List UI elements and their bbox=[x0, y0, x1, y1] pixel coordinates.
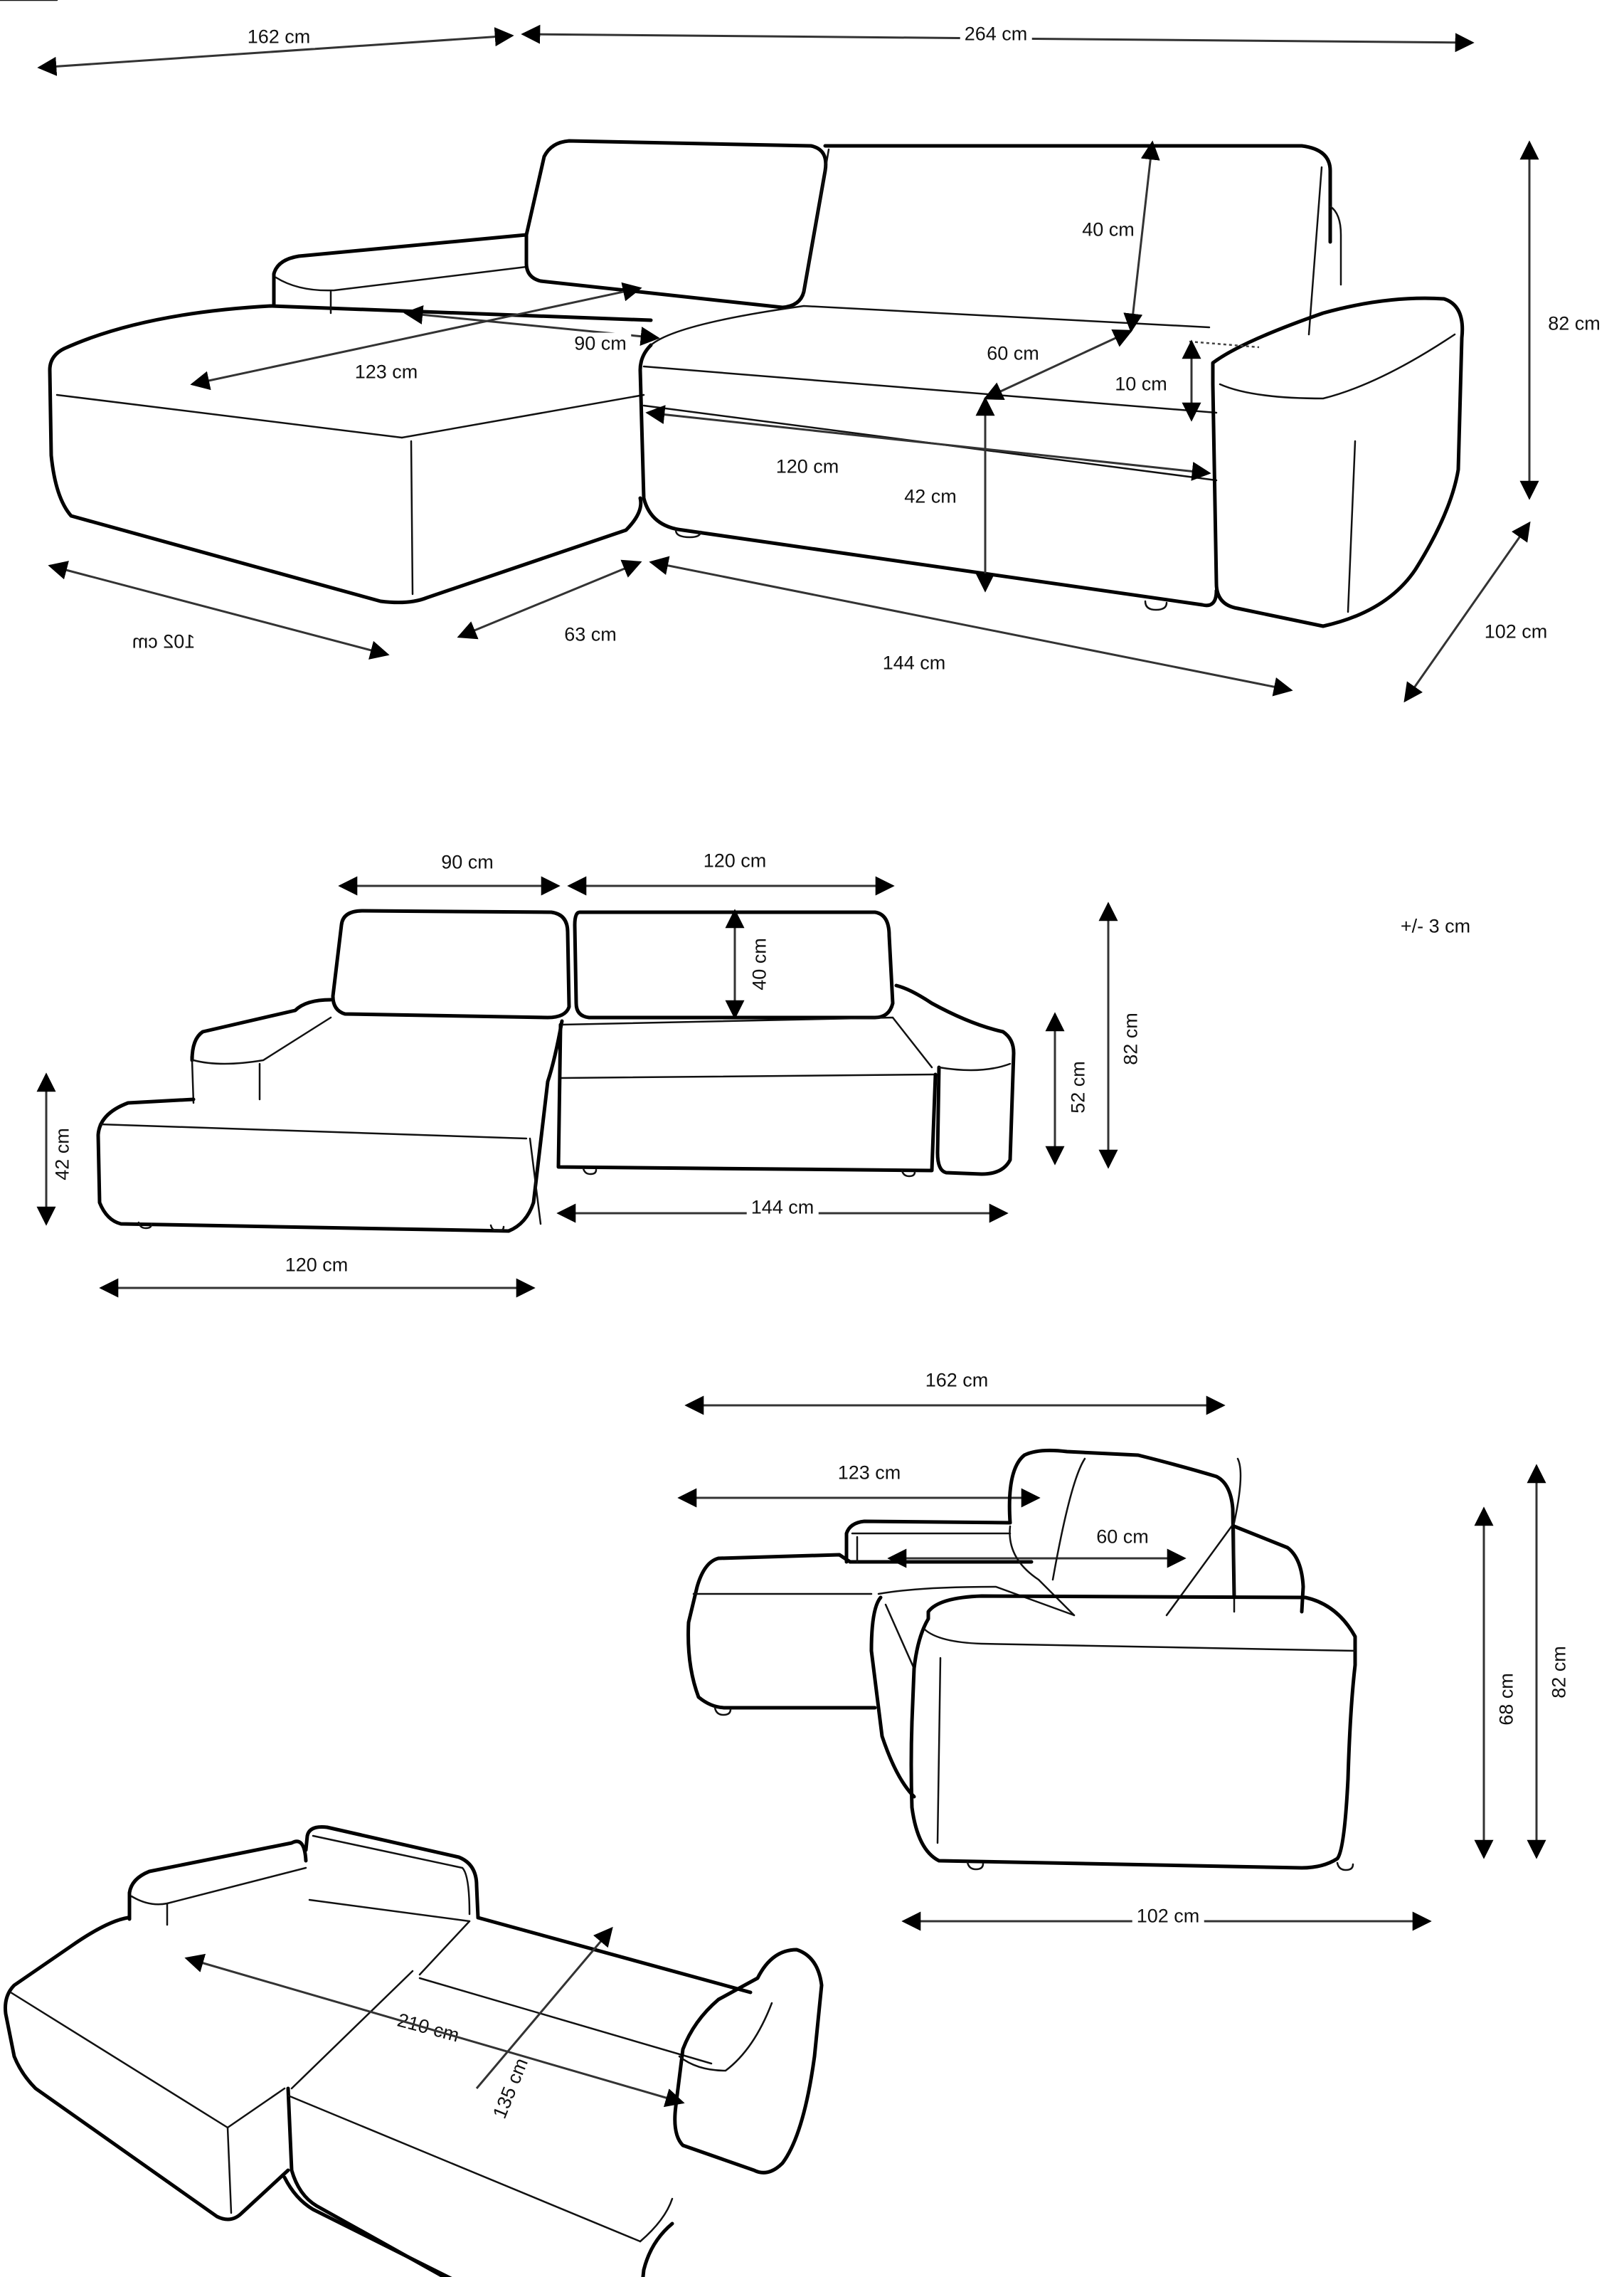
label-120-front-bottom: 120 cm bbox=[280, 1254, 353, 1277]
label-264-top: 264 cm bbox=[960, 23, 1032, 46]
label-120-seat: 120 cm bbox=[771, 455, 844, 478]
label-63-chaise-front: 63 cm bbox=[560, 623, 621, 646]
label-123-chaise: 123 cm bbox=[350, 361, 423, 384]
label-42-seat-height: 42 cm bbox=[900, 485, 961, 508]
label-102-right: 102 cm bbox=[1480, 620, 1552, 643]
label-10-cushion: 10 cm bbox=[1110, 373, 1172, 396]
label-144-front: 144 cm bbox=[878, 652, 950, 675]
dim-63 bbox=[457, 559, 642, 640]
tolerance-note: +/- 3 cm bbox=[1400, 915, 1471, 937]
label-162-side: 162 cm bbox=[920, 1369, 993, 1392]
front-view bbox=[36, 876, 1118, 1298]
label-144-front-bottom: 144 cm bbox=[746, 1196, 819, 1219]
dim-102-right bbox=[1403, 521, 1531, 703]
label-60-side: 60 cm bbox=[1092, 1526, 1153, 1548]
label-123-side: 123 cm bbox=[833, 1462, 906, 1484]
dim-144 bbox=[649, 556, 1293, 697]
label-162-top: 162 cm bbox=[243, 26, 315, 48]
label-60-depth: 60 cm bbox=[982, 342, 1044, 365]
label-102-side: 102 cm bbox=[1132, 1905, 1204, 1928]
dim-162-top bbox=[37, 27, 514, 76]
label-40-back: 40 cm bbox=[1078, 218, 1139, 241]
label-120-front-back: 120 cm bbox=[699, 850, 771, 872]
label-82-height: 82 cm bbox=[1544, 312, 1605, 335]
label-90-front: 90 cm bbox=[437, 851, 498, 874]
label-90-chaise: 90 cm bbox=[570, 332, 631, 355]
side-view bbox=[677, 1395, 1546, 1931]
perspective-view bbox=[0, 0, 1539, 703]
dim-102-left bbox=[48, 561, 390, 660]
